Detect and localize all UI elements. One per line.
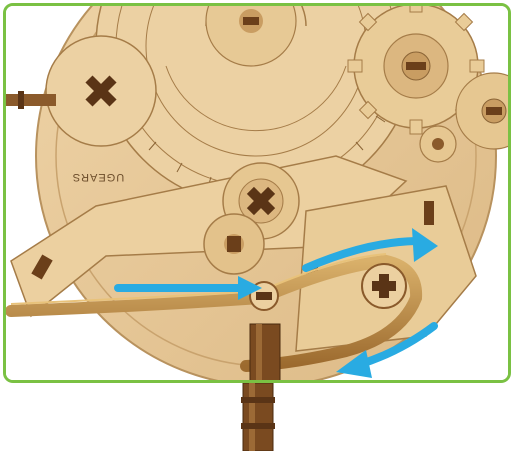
brand-mark-text: UGEARS — [72, 171, 124, 183]
right-pulley — [362, 264, 406, 308]
lower-gear — [204, 214, 264, 274]
small-cog — [420, 126, 456, 162]
support-post-upper — [250, 324, 280, 383]
mechanism-illustration: UGEARS — [6, 6, 511, 383]
left-pivot-plate — [46, 36, 156, 146]
brand-logo: UGEARS — [72, 171, 124, 183]
support-post-lower — [241, 383, 275, 451]
illustration-frame: UGEARS — [3, 3, 511, 383]
